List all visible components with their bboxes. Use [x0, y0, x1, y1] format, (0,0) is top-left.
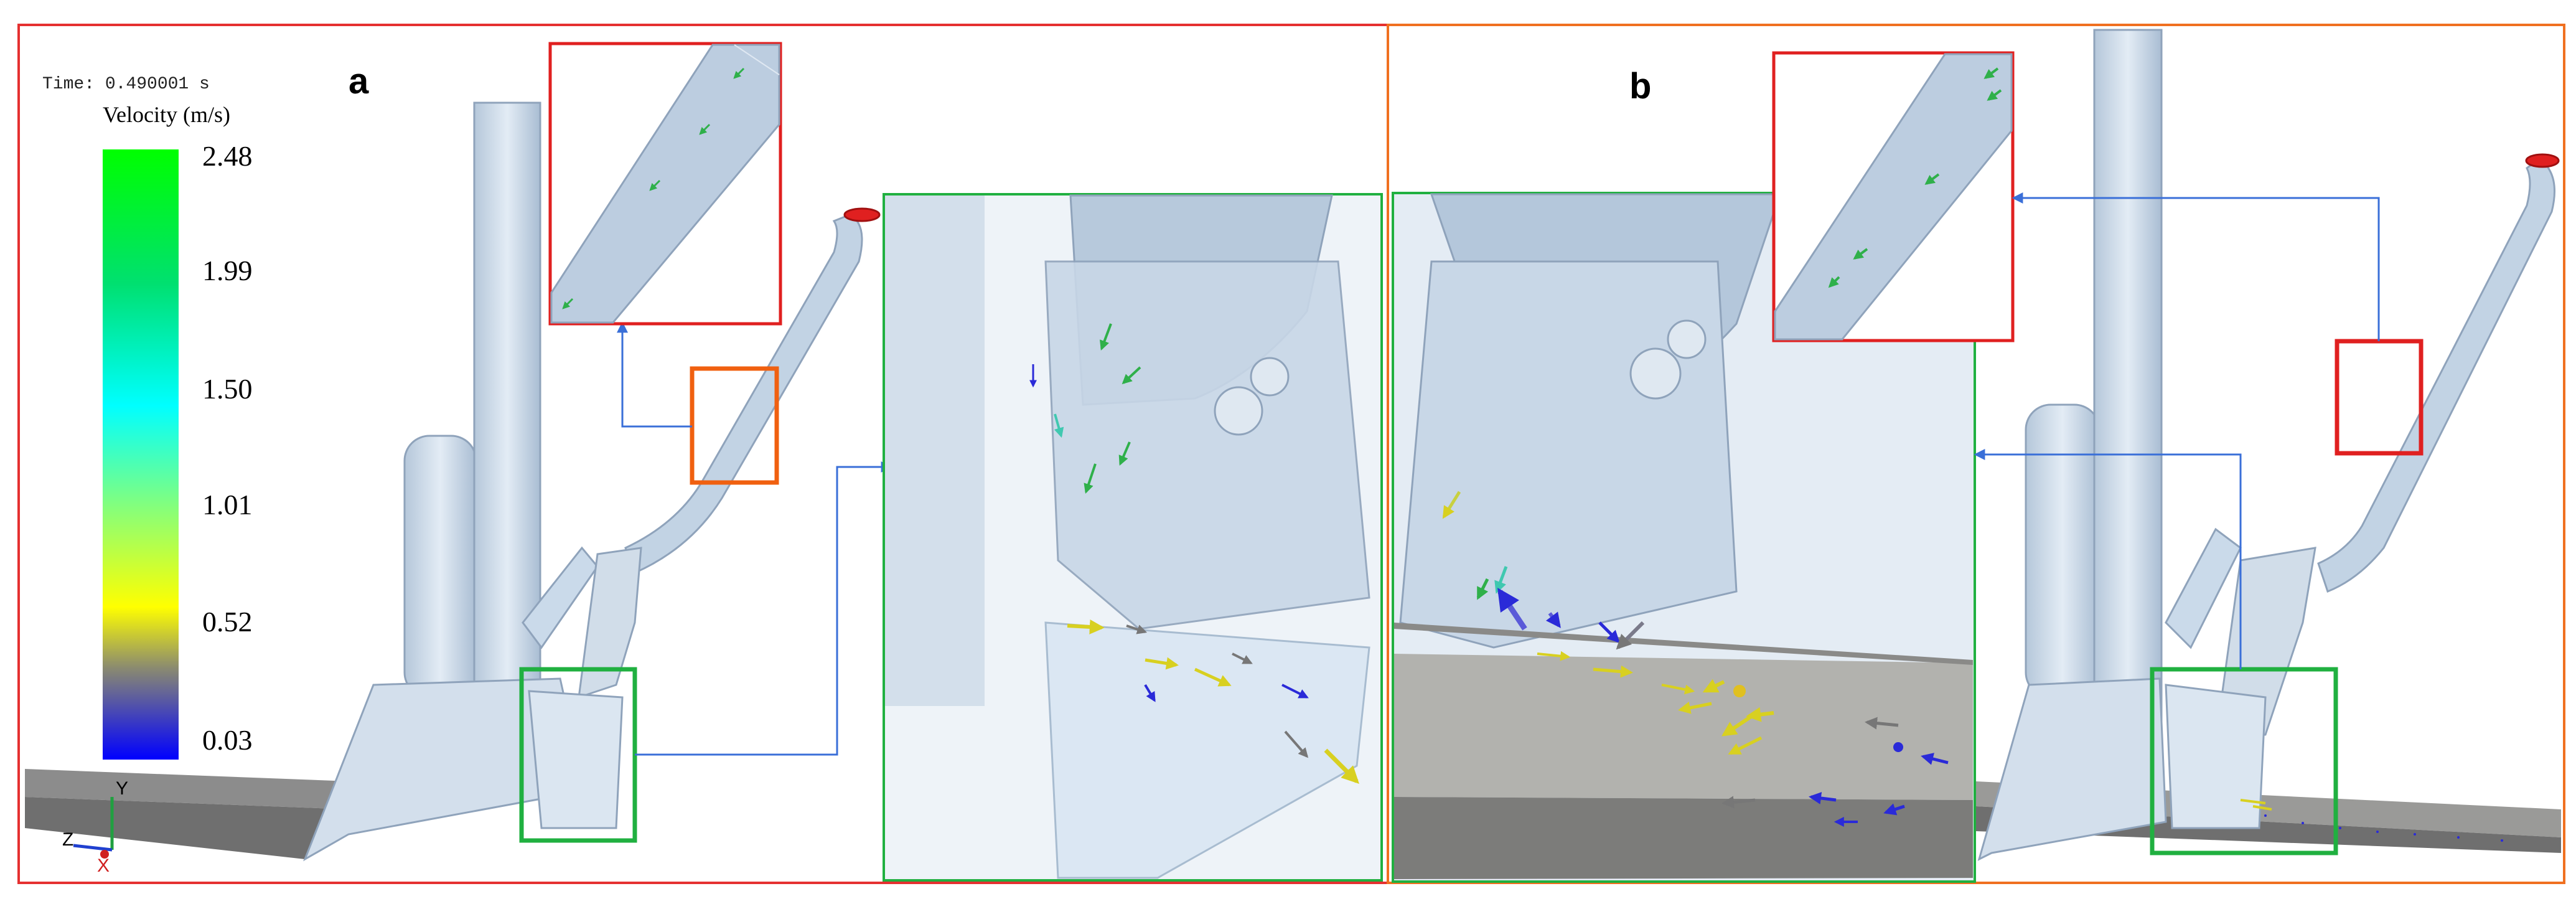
ground-beam-shadow	[25, 797, 352, 859]
axis-z-label: Z	[62, 829, 73, 850]
legend-tick: 1.01	[202, 489, 253, 520]
leader-line-green-a	[635, 461, 892, 756]
zoom-inset-hopper-b	[1392, 192, 1976, 883]
vertical-tube-b	[2093, 29, 2163, 791]
legend-time: Time: 0.490001 s	[42, 75, 210, 94]
furrow-shoe	[528, 690, 624, 829]
seed-box-cylinder-b	[2025, 403, 2101, 699]
callout-green-b	[2150, 667, 2338, 855]
zoom-inset-tube-a	[548, 42, 782, 326]
legend-colorbar	[103, 149, 179, 760]
ground-beam	[25, 769, 352, 809]
panel-a: a Time: 0.490001 s Velocity (m/s) 2.48 1…	[17, 24, 1389, 884]
tube-inlet-b	[2525, 153, 2560, 168]
axis-x-label: X	[97, 855, 110, 876]
legend-tick: 2.48	[202, 140, 253, 172]
axes-triad: Y Z X	[62, 778, 128, 876]
panel-a-letter: a	[349, 61, 369, 101]
tube-inlet	[843, 207, 881, 222]
legend-tick: 1.50	[202, 373, 253, 405]
panel-b: b	[1387, 24, 2565, 884]
furrow-opener-base-b	[1977, 677, 2167, 861]
axis-y-label: Y	[116, 778, 128, 799]
velocity-legend: Time: 0.490001 s Velocity (m/s) 2.48 1.9…	[42, 75, 253, 760]
leader-line-red-b	[2012, 192, 2380, 341]
leader-line-orange	[617, 321, 692, 428]
delivery-tube-b	[2317, 158, 2555, 593]
zoom-inset-tube-b	[1772, 51, 2015, 342]
leader-line-green-b	[1974, 449, 2242, 669]
zoom-inset-hopper-a	[883, 193, 1383, 882]
furrow-opener-base	[303, 677, 586, 862]
legend-tick: 0.52	[202, 606, 253, 638]
hopper-funnel	[578, 547, 642, 699]
panel-b-letter: b	[1629, 66, 1651, 106]
legend-tick: 1.99	[202, 255, 253, 286]
furrow-shoe-b	[2165, 684, 2267, 829]
seeder-model-b	[1977, 29, 2560, 861]
seeder-model-a	[303, 101, 881, 862]
legend-tick: 0.03	[202, 724, 253, 756]
seed-box-cylinder	[403, 435, 477, 699]
side-branch-b	[2165, 527, 2242, 649]
legend-title: Velocity (m/s)	[103, 102, 230, 127]
